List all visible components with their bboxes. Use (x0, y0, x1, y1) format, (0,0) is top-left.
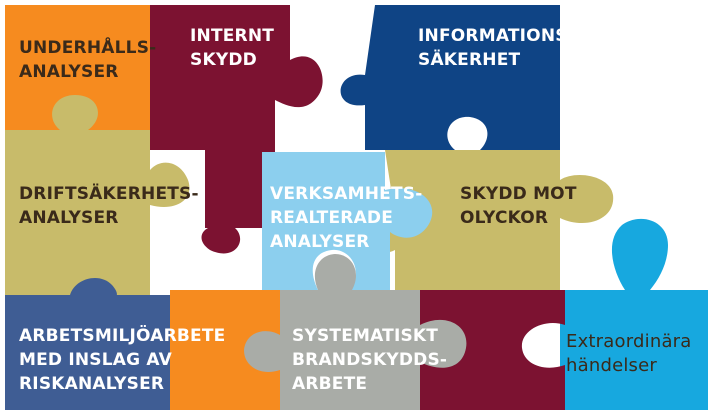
piece-systematiskt-brandskyddsarbete (244, 254, 467, 410)
puzzle-piece-cyan (560, 218, 708, 410)
puzzle-piece-maroon-bottom (405, 290, 565, 410)
piece-skydd-mot-olyckor (368, 150, 614, 290)
piece-driftsakerhetsanalyser (5, 95, 190, 300)
piece-maroon-bottom (405, 290, 565, 410)
puzzle-piece-olive-left (5, 95, 190, 300)
label-line: ARBETSMILJÖARBETE (19, 326, 226, 346)
label-driftsakerhetsanalyser: DRIFTSÄKERHETS- ANALYSER (19, 182, 199, 230)
label-line: BRANDSKYDDS- (292, 350, 448, 370)
label-underhallsanalyser: UNDERHÅLLS- ANALYSER (19, 36, 156, 84)
label-line: MED INSLAG AV (19, 350, 172, 370)
puzzle-piece-olive-right (368, 150, 614, 290)
piece-informationssakerhet (340, 5, 560, 150)
label-line: Extraordinära (566, 331, 692, 352)
label-line: ANALYSER (19, 208, 119, 228)
puzzle-piece-slate-blue (5, 277, 212, 410)
piece-arbetsmiljoarbete (5, 277, 212, 410)
label-extraordinara-handelser: Extraordinära händelser (566, 330, 692, 378)
piece-verksamhetsrelaterade-analyser (262, 152, 433, 290)
label-line: SYSTEMATISKT (292, 326, 439, 346)
puzzle-piece-light-blue (262, 152, 433, 290)
label-line: ARBETE (292, 374, 368, 394)
label-line: RISKANALYSER (19, 374, 165, 394)
label-line: ANALYSER (19, 62, 119, 82)
label-verksamhetsrelaterade-analyser: VERKSAMHETS- REALTERADE ANALYSER (270, 182, 423, 254)
label-line: händelser (566, 355, 658, 376)
label-arbetsmiljoarbete: ARBETSMILJÖARBETE MED INSLAG AV RISKANAL… (19, 324, 225, 396)
label-line: SÄKERHET (418, 50, 521, 70)
puzzle-piece-navy-top (340, 5, 560, 150)
label-informationssakerhet: INFORMATIONS- SÄKERHET (418, 24, 575, 72)
piece-underhallsanalyser (5, 5, 194, 132)
label-line: ANALYSER (270, 232, 370, 252)
label-line: VERKSAMHETS- (270, 184, 423, 204)
puzzle-piece-orange-top-left (5, 5, 194, 132)
label-systematiskt-brandskyddsarbete: SYSTEMATISKT BRANDSKYDDS- ARBETE (292, 324, 447, 396)
label-line: SKYDD (190, 50, 257, 70)
piece-orange-bottom (170, 290, 285, 410)
label-line: OLYCKOR (460, 208, 549, 228)
piece-extraordinara-handelser (560, 218, 708, 410)
label-line: REALTERADE (270, 208, 394, 228)
label-internt-skydd: INTERNT SKYDD (190, 24, 274, 72)
label-line: DRIFTSÄKERHETS- (19, 184, 199, 204)
label-line: INFORMATIONS- (418, 26, 575, 46)
puzzle-piece-orange-bottom (170, 290, 285, 410)
label-line: UNDERHÅLLS- (19, 38, 157, 58)
puzzle-piece-gray (244, 254, 467, 410)
label-line: SKYDD MOT (460, 184, 577, 204)
label-line: INTERNT (190, 26, 275, 46)
label-skydd-mot-olyckor: SKYDD MOT OLYCKOR (460, 182, 577, 230)
